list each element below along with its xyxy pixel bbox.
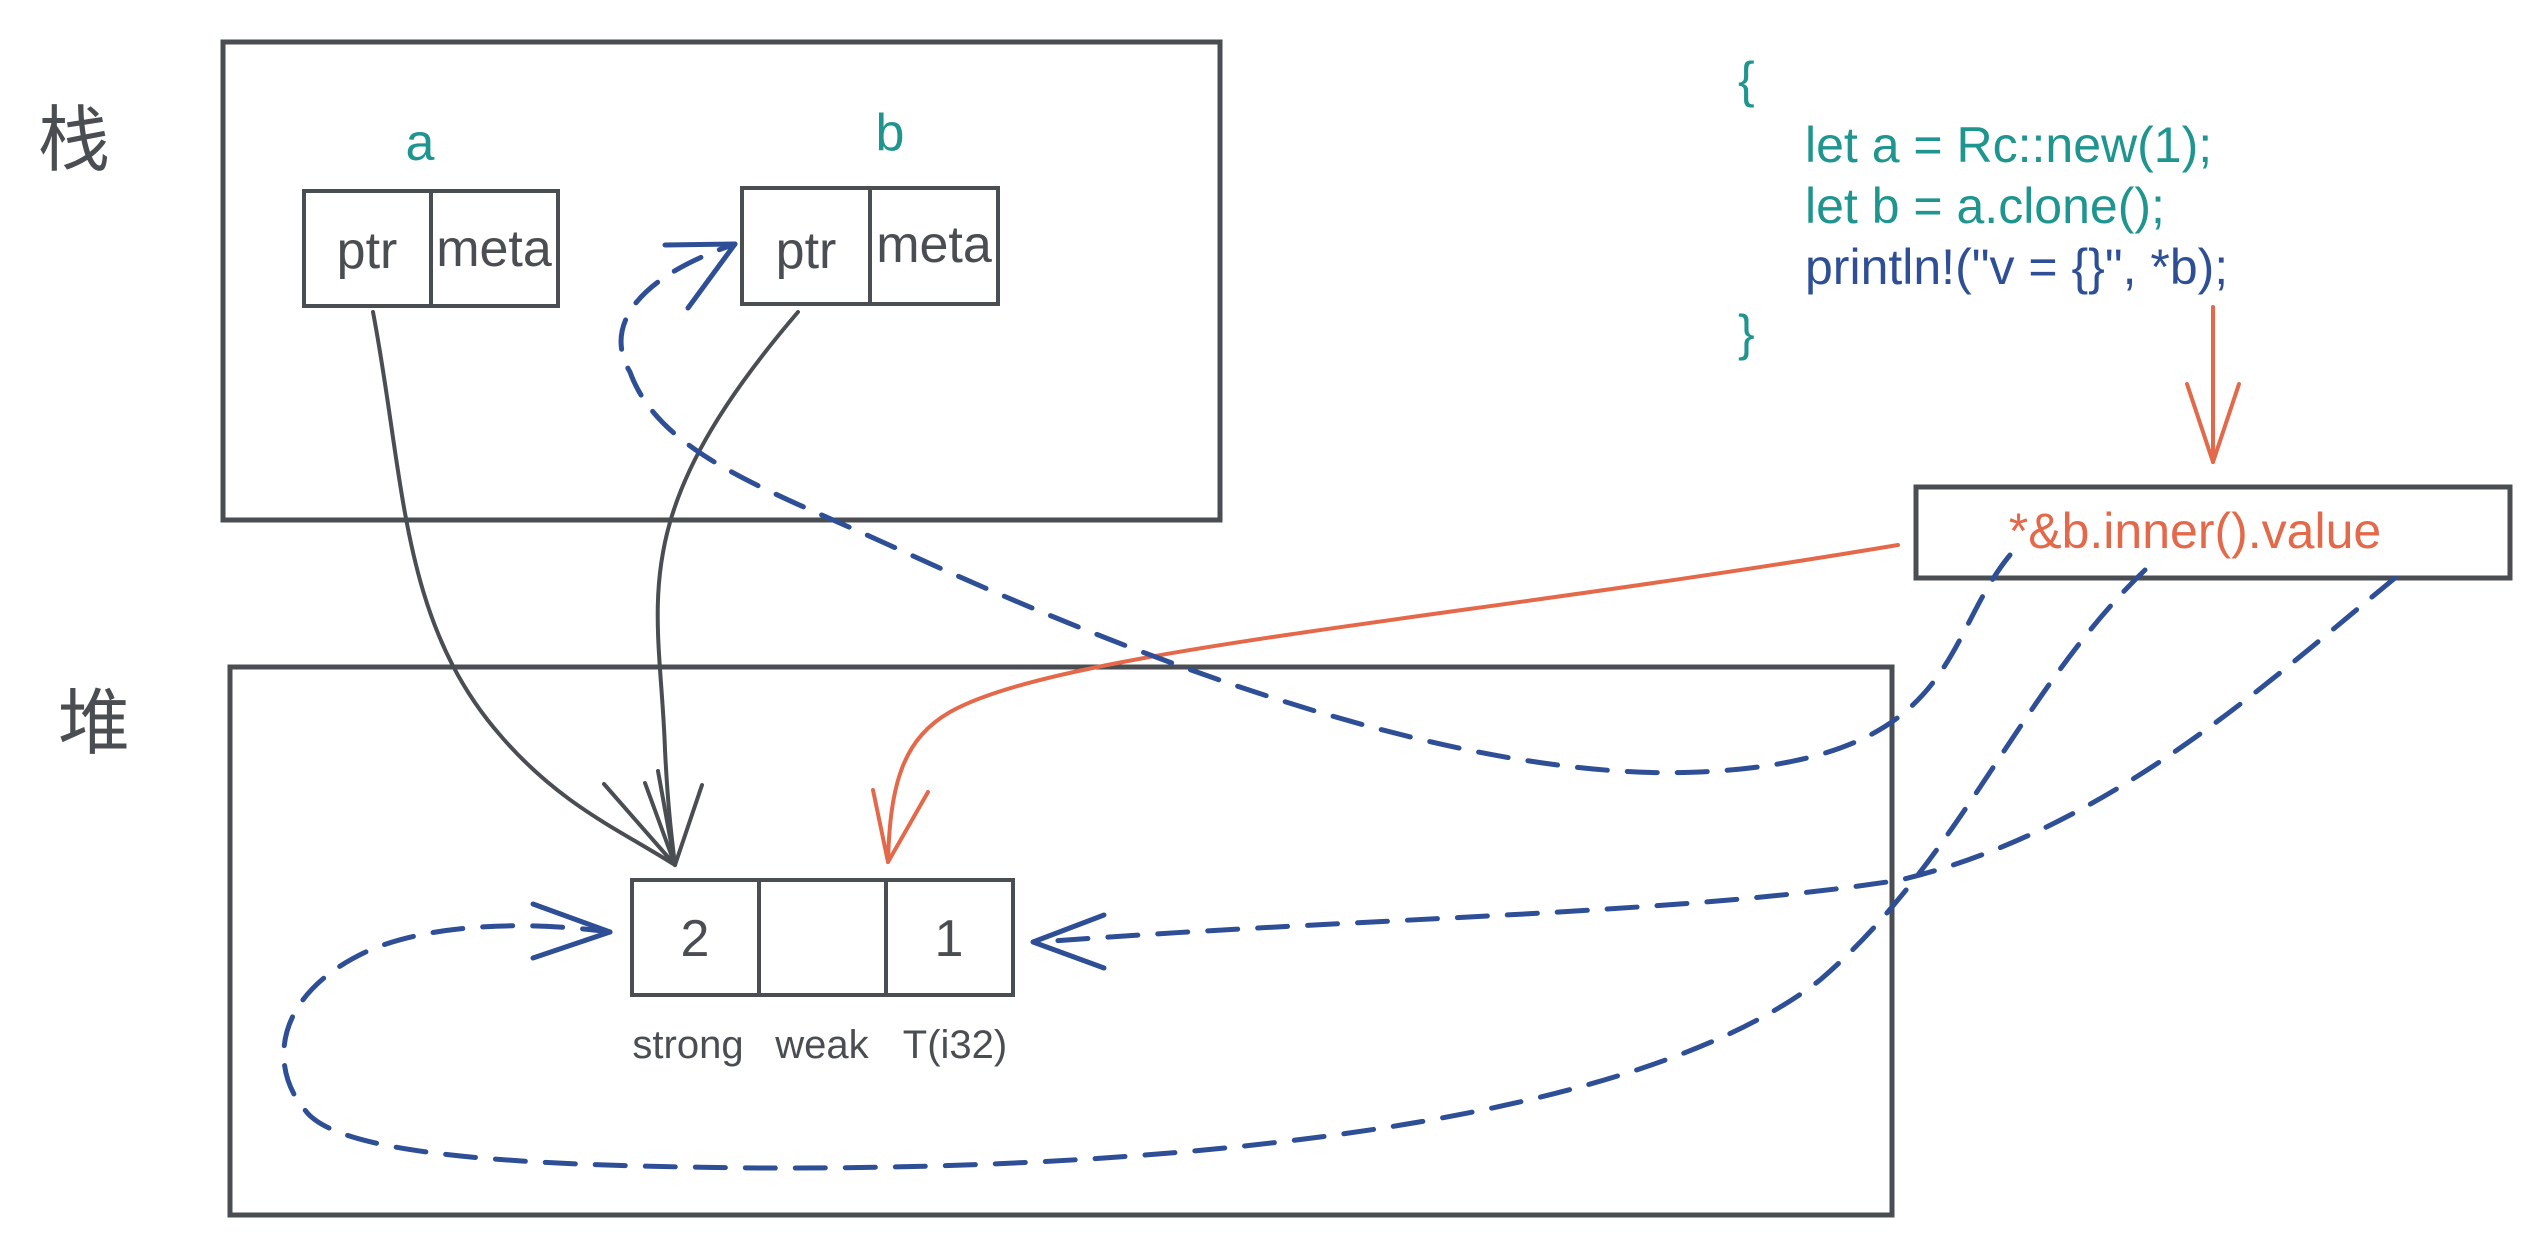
value-to-t-arrowhead xyxy=(1030,912,1107,971)
var-b-meta-cell xyxy=(868,186,1000,306)
var-a-meta-label: meta xyxy=(436,220,552,278)
weak-count-cell xyxy=(757,878,888,997)
deref-expression-box xyxy=(1913,484,2513,581)
value-access-arrowhead xyxy=(871,788,930,864)
var-a-meta-cell xyxy=(429,189,560,308)
var-b-meta-label: meta xyxy=(876,216,992,274)
deref-expression: *&b.inner().value xyxy=(2009,503,2381,559)
var-a-label: a xyxy=(406,114,435,172)
var-b-ptr-label: ptr xyxy=(776,222,837,280)
b-ptr-arrowhead xyxy=(643,781,704,867)
code-line-1: let a = Rc::new(1); xyxy=(1805,117,2212,173)
value-access-arrow xyxy=(886,543,1900,864)
stack-frame xyxy=(220,39,1223,523)
strong-caption: strong xyxy=(632,1023,743,1067)
weak-caption: weak xyxy=(774,1023,869,1067)
value-to-t-dashed-arrow xyxy=(1037,575,2398,945)
heap-label: 堆 xyxy=(58,681,130,765)
code-open-brace: { xyxy=(1738,52,1755,108)
strong-count-value: 2 xyxy=(681,910,710,968)
a-ptr-arrow xyxy=(371,310,677,867)
var-a-ptr-label: ptr xyxy=(337,222,398,280)
inner-to-strong-arrowhead xyxy=(530,901,613,961)
t-caption: T(i32) xyxy=(903,1023,1007,1067)
var-b-label: b xyxy=(876,104,905,162)
heap-frame xyxy=(227,664,1895,1218)
stack-label: 栈 xyxy=(38,98,110,182)
inner-value: 1 xyxy=(935,910,964,968)
value-cell xyxy=(884,878,1015,997)
deref-to-b-dashed-arrow xyxy=(618,241,2013,776)
b-ptr-arrow xyxy=(655,310,800,867)
code-line-2: let b = a.clone(); xyxy=(1805,178,2165,234)
deref-to-b-arrowhead xyxy=(662,241,738,311)
code-line-3: println!("v = {}", *b); xyxy=(1805,239,2228,295)
desugar-arrowhead xyxy=(2185,382,2241,464)
strong-count-cell xyxy=(630,878,761,997)
inner-to-strong-dashed-arrow xyxy=(281,567,2148,1171)
var-a-ptr-cell xyxy=(302,189,433,308)
a-ptr-arrowhead xyxy=(602,769,677,867)
code-close-brace: } xyxy=(1738,305,1755,361)
